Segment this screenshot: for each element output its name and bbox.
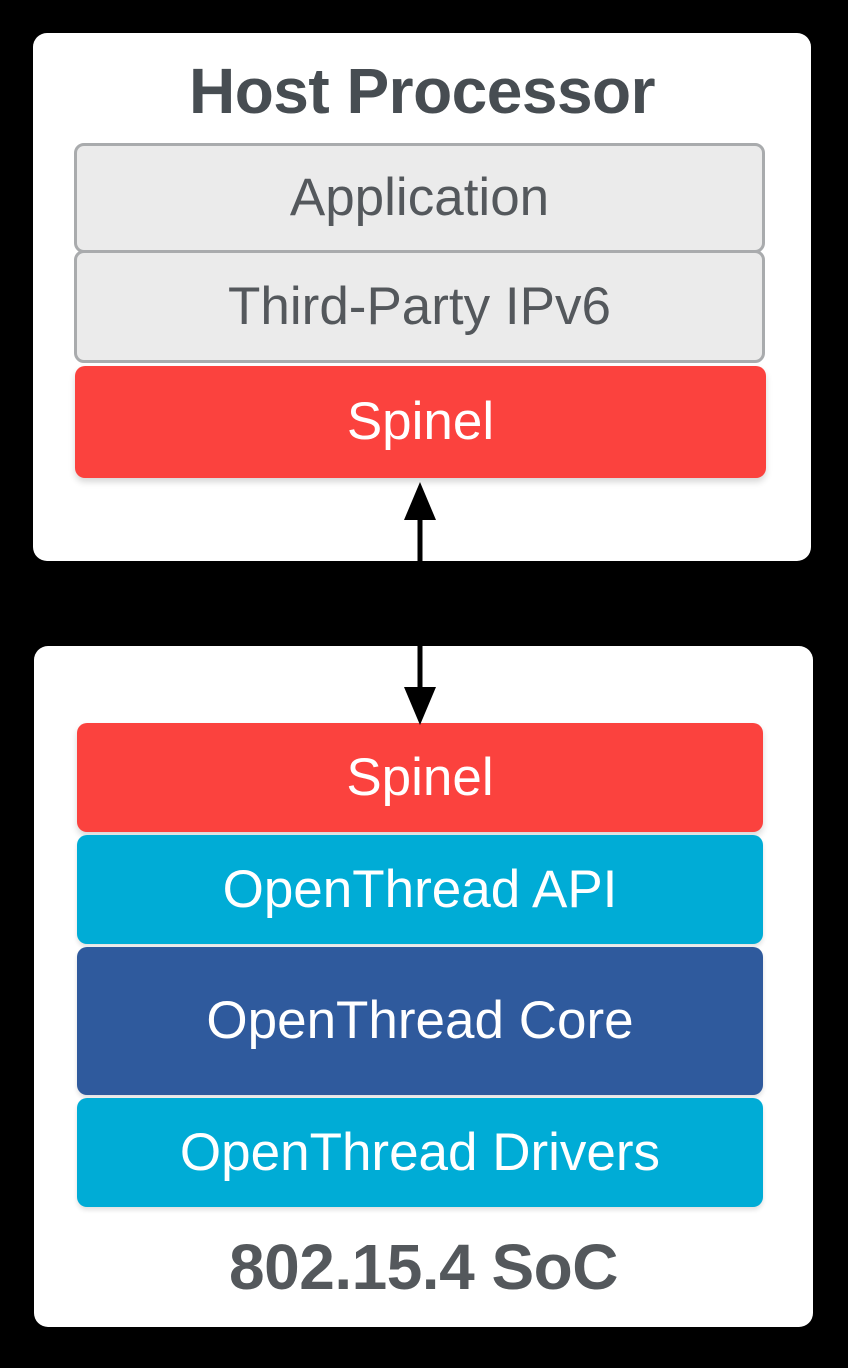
soc-title: 802.15.4 SoC [229, 1231, 618, 1303]
layer-openthread-api: OpenThread API [77, 835, 763, 944]
soc-card: Spinel OpenThread API OpenThread Core Op… [34, 646, 813, 1327]
layer-third-party-ipv6: Third-Party IPv6 [74, 250, 765, 363]
host-processor-title: Host Processor [188, 55, 656, 127]
host-processor-card: Host Processor Application Third-Party I… [33, 33, 811, 561]
layer-spinel-soc: Spinel [77, 723, 763, 832]
bidirectional-arrow-icon [404, 482, 436, 725]
layer-openthread-drivers: OpenThread Drivers [77, 1098, 763, 1207]
layer-spinel-host: Spinel [75, 366, 766, 478]
layer-application: Application [74, 143, 765, 253]
layer-openthread-core: OpenThread Core [77, 947, 763, 1095]
